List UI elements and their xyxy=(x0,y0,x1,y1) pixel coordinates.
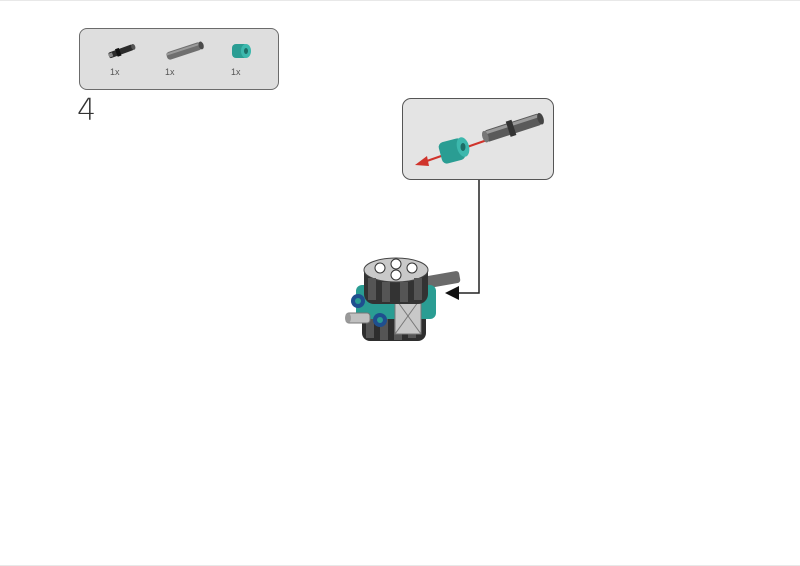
part-quantity: 1x xyxy=(231,67,241,77)
upper-wheel xyxy=(363,257,429,304)
grey-axle-pin xyxy=(481,112,544,143)
part-quantity: 1x xyxy=(165,67,175,77)
teal-bush xyxy=(438,137,470,164)
parts-list-item: 1x xyxy=(102,39,162,85)
black-arrow-icon xyxy=(445,286,459,300)
callout-assembly xyxy=(415,112,544,166)
parts-list-item: 1x xyxy=(228,39,288,85)
step-number: 4 xyxy=(77,93,97,128)
parts-list-panel: 1x 1x 1x xyxy=(79,28,279,90)
red-arrow-icon xyxy=(415,156,429,166)
axle-icon xyxy=(165,41,204,60)
axle-pin-icon xyxy=(108,43,136,59)
parts-list-item: 1x xyxy=(162,39,222,85)
sub-assembly-callout xyxy=(402,98,554,180)
part-quantity: 1x xyxy=(110,67,120,77)
bush-icon xyxy=(232,44,251,58)
main-model xyxy=(345,257,461,341)
grey-axle-stub xyxy=(345,312,371,324)
